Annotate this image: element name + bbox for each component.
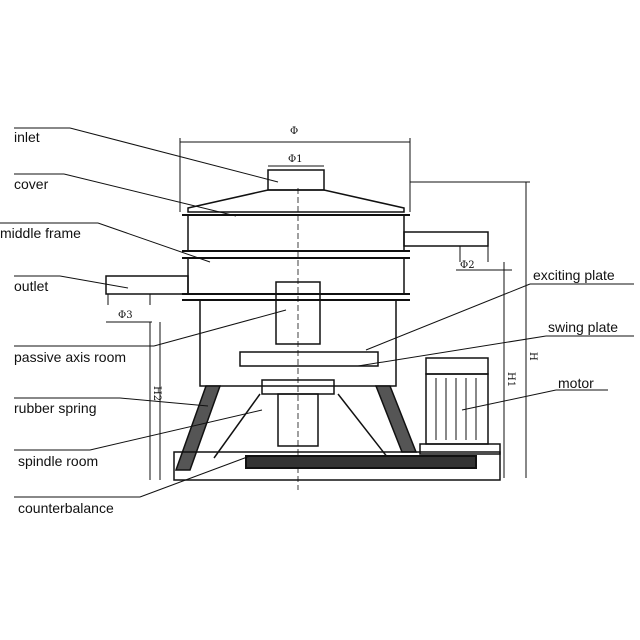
label-exciting-plate: exciting plate <box>533 267 615 283</box>
label-rubber-spring: rubber spring <box>14 400 97 416</box>
dimension-H2: H2 <box>151 386 162 401</box>
dimension-phi3: Φ3 <box>118 310 133 321</box>
dimension-phi1: Φ1 <box>288 154 303 165</box>
dimension-H1: H1 <box>505 372 516 387</box>
label-inlet: inlet <box>14 129 40 145</box>
dimension-phi2: Φ2 <box>460 260 475 271</box>
leader-lines <box>0 127 634 498</box>
dimension-phi: Φ <box>290 126 298 137</box>
label-middle-frame: middle frame <box>0 225 81 241</box>
label-cover: cover <box>14 176 49 192</box>
label-outlet: outlet <box>14 278 48 294</box>
label-counterbalance: counterbalance <box>18 500 114 516</box>
dimension-H: H <box>527 352 538 361</box>
label-passive-axis-room: passive axis room <box>14 349 126 365</box>
label-spindle-room: spindle room <box>18 453 98 469</box>
label-motor: motor <box>558 375 594 391</box>
label-swing-plate: swing plate <box>548 319 618 335</box>
machine-drawing <box>105 138 530 490</box>
